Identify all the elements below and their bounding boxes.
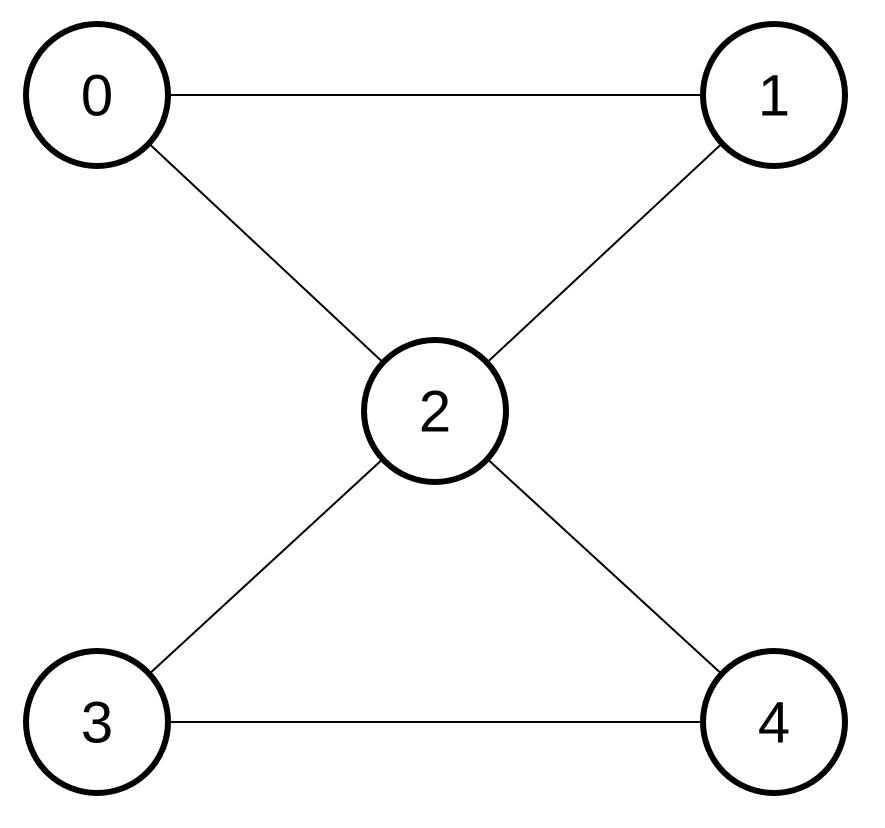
node-1-label: 1 xyxy=(758,64,790,129)
node-0-label: 0 xyxy=(81,64,113,129)
node-3-circle xyxy=(23,648,171,796)
node-1: 1 xyxy=(700,21,848,169)
node-3: 3 xyxy=(23,648,171,796)
edge-1-2 xyxy=(434,94,775,412)
node-0-circle xyxy=(23,21,171,169)
edge-2-4 xyxy=(434,410,775,723)
node-2: 2 xyxy=(361,337,509,485)
nodes-layer: 0 1 2 3 4 xyxy=(23,21,848,796)
node-4: 4 xyxy=(700,648,848,796)
node-0: 0 xyxy=(23,21,171,169)
node-2-circle xyxy=(361,337,509,485)
node-1-circle xyxy=(700,21,848,169)
node-2-label: 2 xyxy=(419,380,451,445)
node-4-circle xyxy=(700,648,848,796)
edge-2-3 xyxy=(96,410,436,723)
edges-layer xyxy=(96,94,775,723)
edge-0-2 xyxy=(96,94,436,412)
node-3-label: 3 xyxy=(81,691,113,756)
node-4-label: 4 xyxy=(758,691,790,756)
